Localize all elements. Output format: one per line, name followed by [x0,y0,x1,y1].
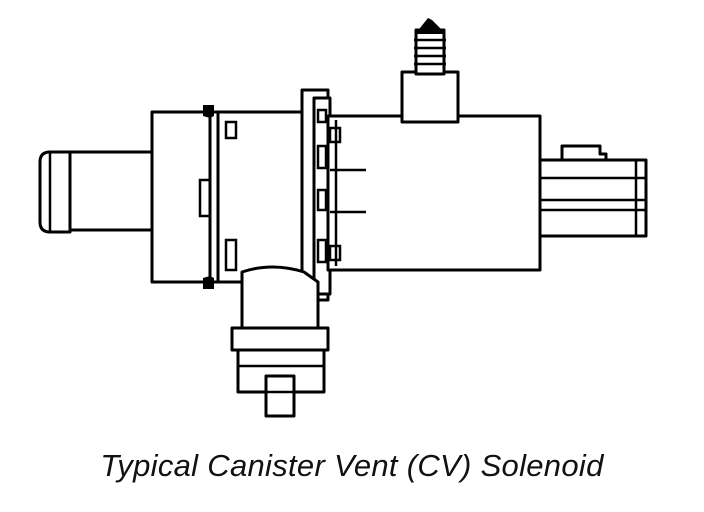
electrical-connector [538,144,648,238]
threaded-port [400,18,460,124]
solenoid-diagram [38,18,648,418]
mounting-flange [300,88,332,302]
valve-housing [150,105,306,289]
bottom-outlet-port [230,265,330,418]
figure-caption: Typical Canister Vent (CV) Solenoid [100,448,604,483]
solenoid-body [326,114,542,272]
left-inlet-tube [38,150,156,234]
